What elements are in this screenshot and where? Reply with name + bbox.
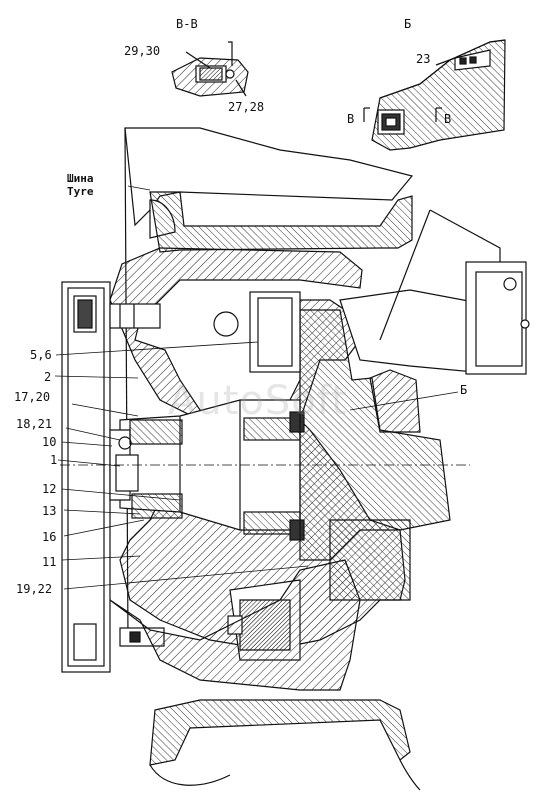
tyre-label-en: Tyre — [67, 185, 94, 198]
section-b-title: Б — [404, 17, 412, 31]
part-label-10: 10 — [42, 435, 57, 449]
part-label-23: 23 — [416, 52, 431, 66]
detail-b — [363, 39, 506, 151]
section-bb-title: В-В — [176, 17, 198, 31]
part-label-27-28: 27,28 — [228, 100, 265, 114]
part-label-16: 16 — [42, 530, 57, 544]
part-label-13: 13 — [42, 504, 57, 518]
callout-b: Б — [460, 383, 468, 397]
main-assembly — [54, 127, 530, 791]
part-label-17-20: 17,20 — [14, 390, 51, 404]
part-label-18-21: 18,21 — [16, 417, 53, 431]
tyre-label-ru: Шина — [67, 172, 94, 185]
part-label-19-22: 19,22 — [16, 582, 53, 596]
part-label-2: 2 — [44, 370, 52, 384]
part-label-1: 1 — [50, 453, 58, 467]
section-arrow-left: В — [347, 112, 355, 126]
section-arrow-right: В — [444, 112, 452, 126]
part-label-5-6: 5,6 — [30, 348, 52, 362]
part-label-12: 12 — [42, 482, 57, 496]
section-bb-detail — [171, 41, 249, 97]
watermark: AutoSoft — [168, 378, 348, 424]
part-label-11: 11 — [42, 555, 57, 569]
part-label-29-30: 29,30 — [124, 44, 161, 58]
